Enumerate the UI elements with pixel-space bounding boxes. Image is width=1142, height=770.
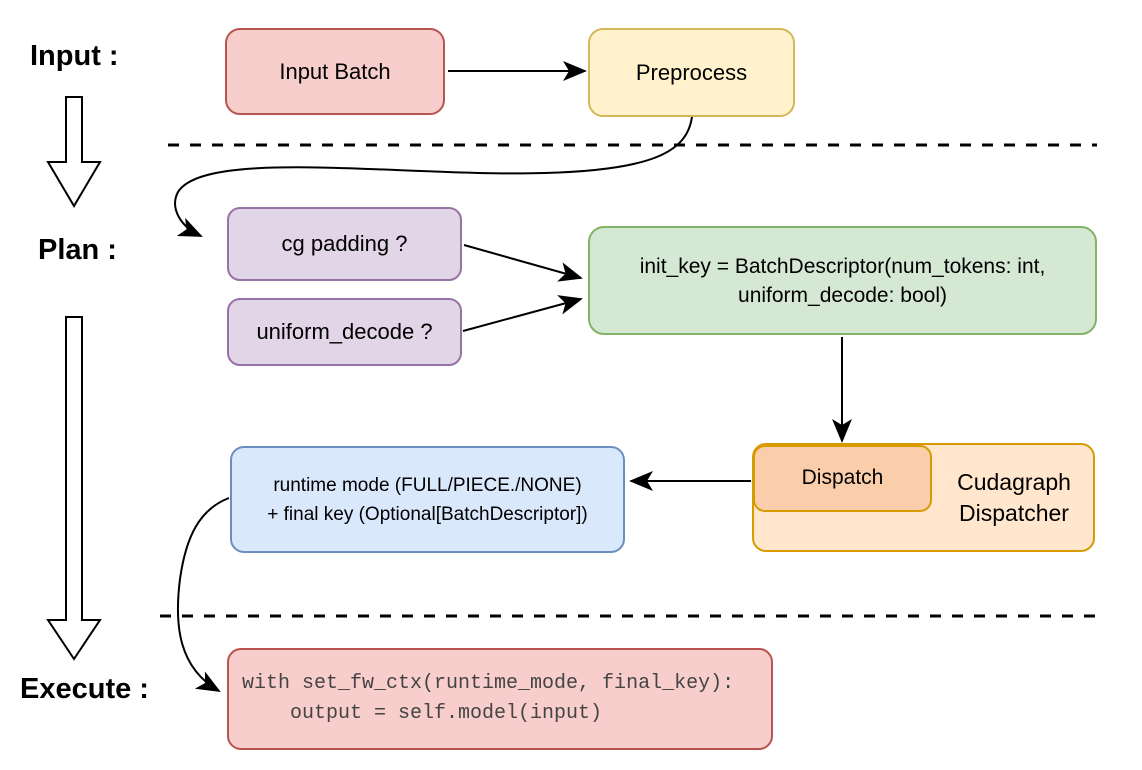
stage-label-input: Input : <box>30 40 119 72</box>
node-runtime-mode-line1: runtime mode (FULL/PIECE./NONE) <box>273 474 582 496</box>
execute-code-line2: output = self.model(input) <box>242 702 603 725</box>
node-runtime-mode-line2: + final key (Optional[BatchDescriptor]) <box>267 503 588 525</box>
node-preprocess: Preprocess <box>588 28 795 117</box>
node-cg-padding: cg padding ? <box>227 207 462 281</box>
stage-label-plan: Plan : <box>38 234 117 266</box>
node-preprocess-label: Preprocess <box>635 59 748 85</box>
node-cudagraph-dispatcher-label: Cudagraph Dispatcher <box>935 467 1093 529</box>
cudagraph-label-line2: Dispatcher <box>959 500 1069 526</box>
stage-label-execute: Execute : <box>20 673 149 705</box>
node-dispatch-label: Dispatch <box>801 466 884 490</box>
node-init-key-line1: init_key = BatchDescriptor(num_tokens: i… <box>639 254 1046 278</box>
execute-code-line1: with set_fw_ctx(runtime_mode, final_key)… <box>242 672 735 695</box>
node-dispatch: Dispatch <box>753 445 932 512</box>
node-init-key-line2: uniform_decode: bool) <box>738 283 947 307</box>
node-execute-code: with set_fw_ctx(runtime_mode, final_key)… <box>227 648 773 750</box>
stage-arrow-input-to-plan-icon <box>46 96 102 208</box>
cudagraph-label-line1: Cudagraph <box>957 469 1071 495</box>
stage-arrow-plan-to-execute-icon <box>46 316 102 661</box>
node-uniform-decode-label: uniform_decode ? <box>256 319 433 345</box>
arrow-cg-padding-to-init-key <box>463 244 583 282</box>
node-runtime-mode: runtime mode (FULL/PIECE./NONE) + final … <box>230 446 625 553</box>
arrow-runtime-mode-to-execute-code-curve <box>176 497 230 692</box>
node-cg-padding-label: cg padding ? <box>281 231 408 257</box>
node-input-batch-label: Input Batch <box>279 58 391 84</box>
node-input-batch: Input Batch <box>225 28 445 115</box>
node-uniform-decode: uniform_decode ? <box>227 298 462 366</box>
node-init-key: init_key = BatchDescriptor(num_tokens: i… <box>588 226 1097 335</box>
arrow-uniform-decode-to-init-key <box>462 295 583 332</box>
